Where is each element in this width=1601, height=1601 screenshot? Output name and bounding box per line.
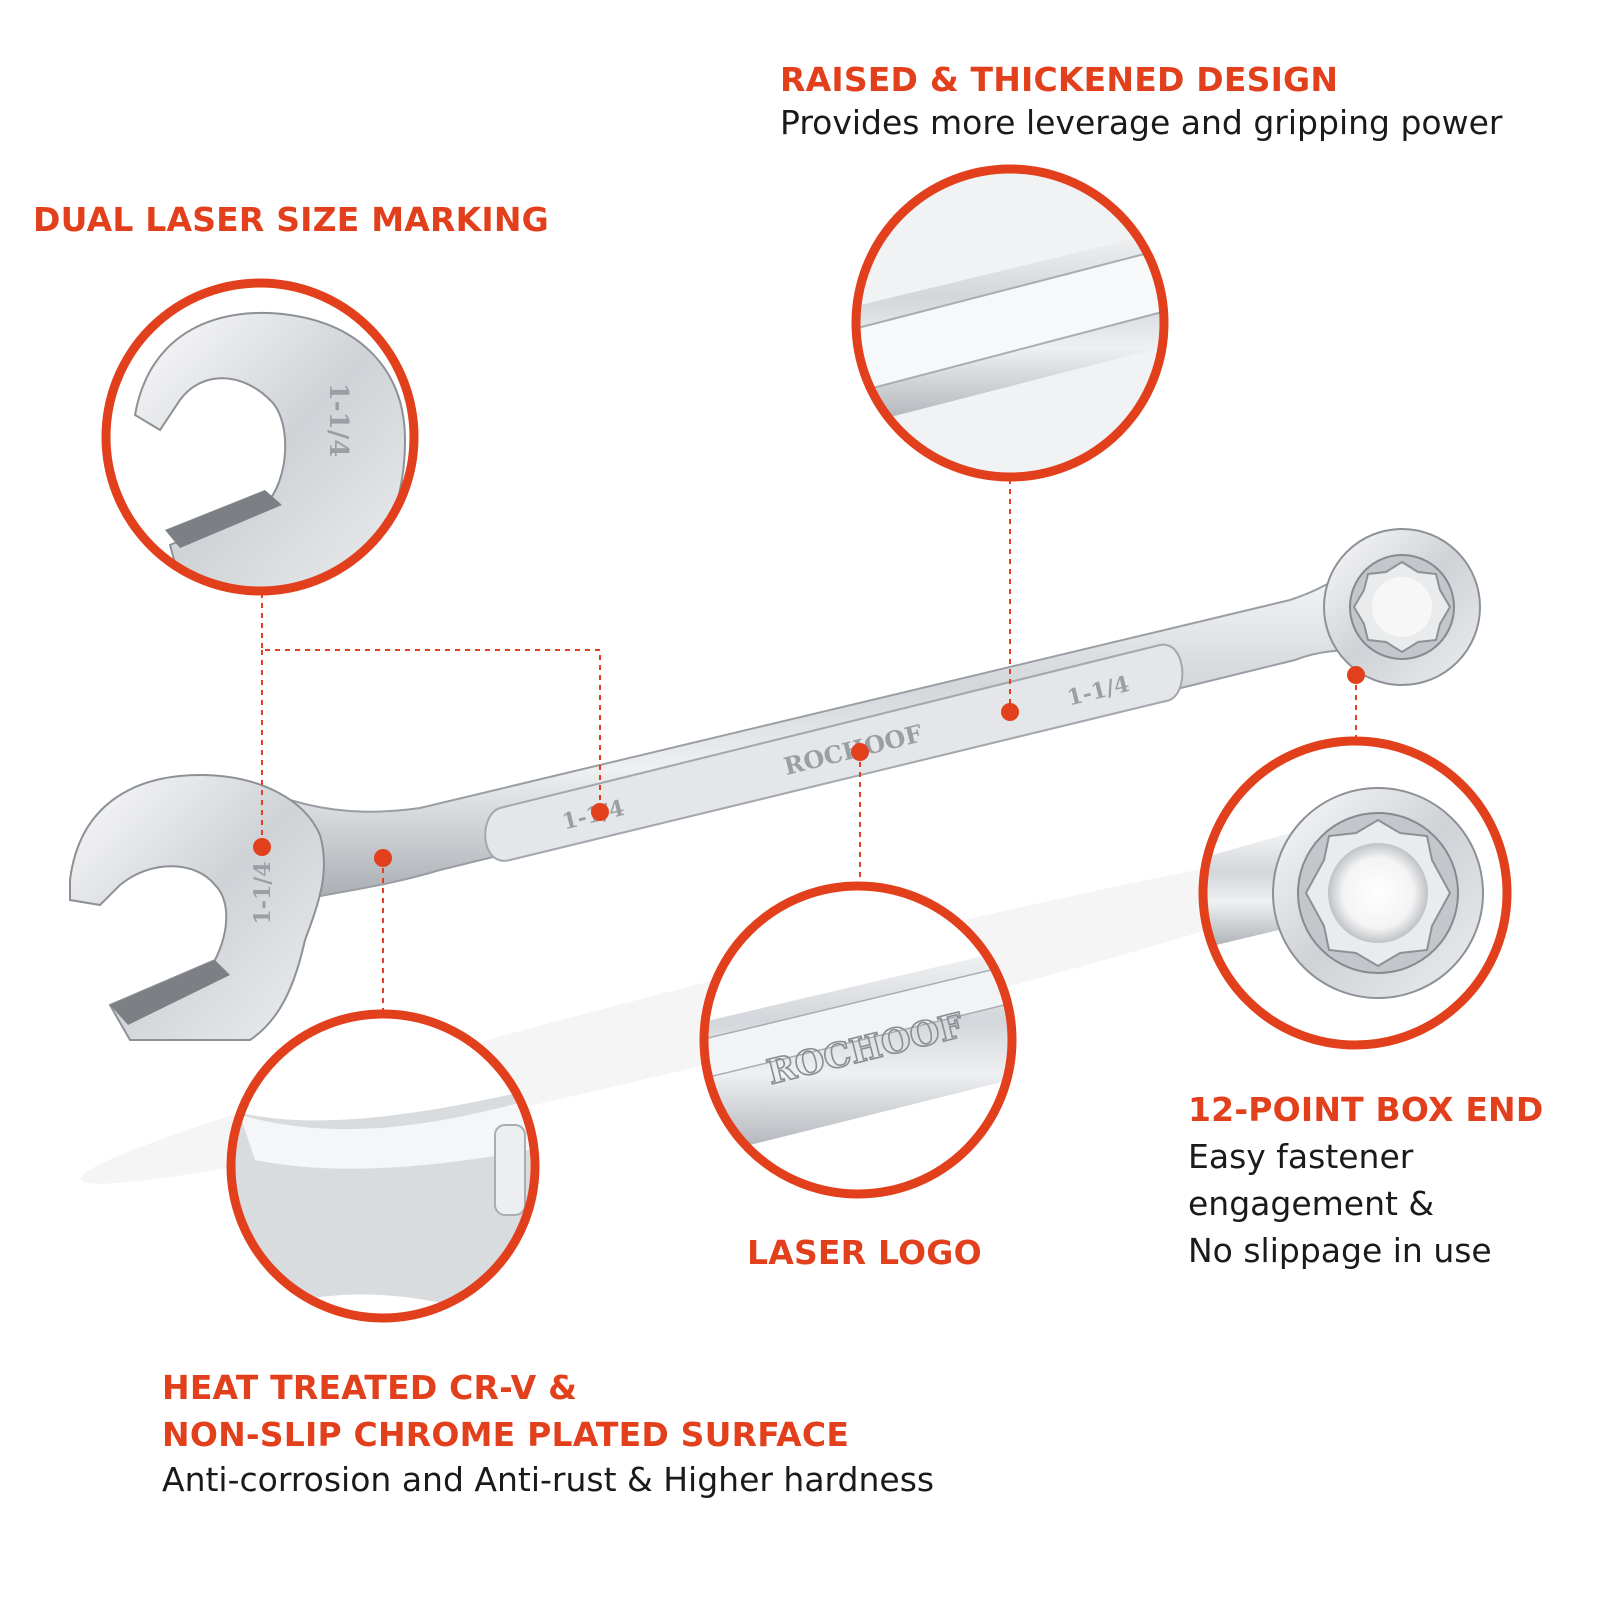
open-end-zoom: 1-1/4 — [101, 278, 419, 596]
logo-title: LASER LOGO — [747, 1233, 982, 1272]
dual-title: DUAL LASER SIZE MARKING — [33, 200, 549, 239]
main-size-engraving-head: 1-1/4 — [250, 861, 276, 924]
zoom-size-engraving: 1-1/4 — [323, 383, 353, 458]
box-desc-line-3: No slippage in use — [1188, 1231, 1492, 1270]
raised-title: RAISED & THICKENED DESIGN — [780, 60, 1339, 99]
raised-handle-zoom — [851, 164, 1169, 482]
box-callout: 12-POINT BOX END Easy fastener engagemen… — [1188, 1090, 1543, 1270]
box-desc-line-1: Easy fastener — [1188, 1137, 1414, 1176]
heat-desc: Anti-corrosion and Anti-rust & Higher ha… — [162, 1460, 935, 1499]
heat-callout: HEAT TREATED CR-V & NON-SLIP CHROME PLAT… — [162, 1368, 934, 1499]
marker-dots — [253, 666, 1365, 867]
leader-lines — [261, 479, 1357, 1013]
box-desc-line-2: engagement & — [1188, 1184, 1435, 1223]
logo-zoom: ROCHOOF — [699, 881, 1017, 1199]
surface-zoom — [226, 1009, 540, 1323]
raised-callout: RAISED & THICKENED DESIGN Provides more … — [780, 60, 1502, 142]
heat-title-line-2: NON-SLIP CHROME PLATED SURFACE — [162, 1415, 850, 1454]
box-title: 12-POINT BOX END — [1188, 1090, 1544, 1129]
box-end-zoom — [1198, 736, 1512, 1050]
raised-desc: Provides more leverage and gripping powe… — [780, 103, 1503, 142]
heat-title-line-1: HEAT TREATED CR-V & — [162, 1368, 578, 1407]
